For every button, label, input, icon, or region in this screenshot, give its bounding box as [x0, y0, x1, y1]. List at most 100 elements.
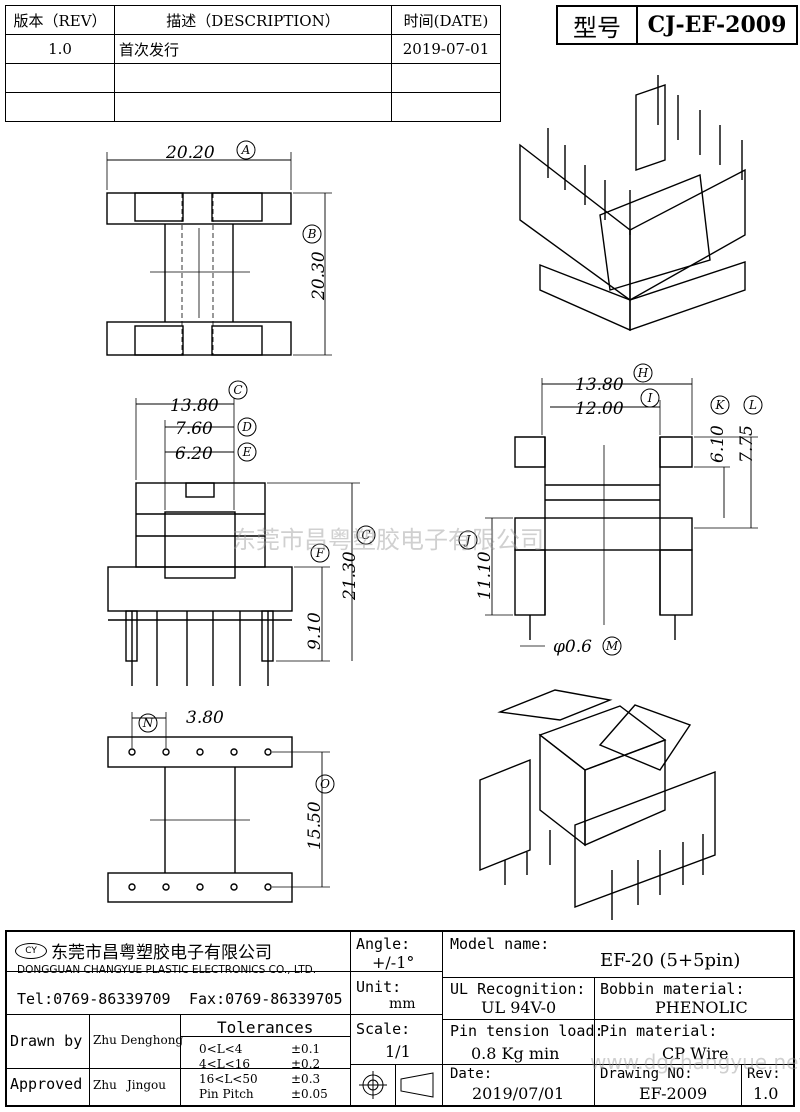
rev-cell: 1.0 — [5, 34, 115, 64]
tolerance-value: ±0.1 — [291, 1042, 321, 1056]
scale-label: Scale: — [356, 1020, 411, 1038]
balloon-h: H — [637, 366, 649, 380]
tolerance-values: ±0.1 ±0.2 ±0.3 ±0.05 — [291, 1042, 328, 1102]
revision-header-row: 版本（REV） 描述（DESCRIPTION） 时间(DATE) — [5, 5, 501, 35]
tolerance-value: ±0.2 — [291, 1057, 321, 1071]
table-row — [5, 92, 501, 122]
isometric-view-bottom — [479, 689, 716, 920]
tolerance-range: 0<L<4 — [199, 1042, 243, 1056]
dim-c2-value: 21.30 — [340, 551, 360, 601]
balloon-a: A — [241, 143, 251, 157]
balloon-k: K — [715, 398, 726, 412]
drawing-no-label: Drawing NO: — [600, 1066, 693, 1082]
rev-label: Rev: — [747, 1066, 781, 1082]
company-header: CY 东莞市昌粤塑胶电子有限公司 — [15, 938, 272, 963]
side-view — [485, 378, 758, 647]
balloon-n: N — [142, 716, 154, 730]
date-cell — [391, 92, 501, 122]
model-name-label: Model name: — [450, 935, 550, 953]
model-value: CJ-EF-2009 — [647, 12, 787, 38]
projection-symbol-icon — [359, 1071, 434, 1099]
tolerance-range: Pin Pitch — [199, 1087, 254, 1101]
description-cell — [114, 92, 392, 122]
balloon-j: J — [463, 533, 472, 547]
bottom-view — [107, 712, 330, 903]
unit-value: mm — [389, 996, 416, 1012]
top-view — [106, 152, 332, 356]
ul-value: UL 94V-0 — [481, 998, 557, 1017]
angle-label: Angle: — [356, 935, 411, 953]
dim-j-value: 11.10 — [475, 551, 495, 600]
dim-m-value: φ0.6 — [553, 637, 592, 657]
balloon-d: D — [241, 420, 252, 434]
approved-name-1: Zhu — [93, 1078, 117, 1092]
isometric-view-top — [519, 75, 746, 332]
balloon-l: L — [748, 398, 757, 412]
dim-k-value: 6.10 — [708, 425, 728, 463]
balloon-f: F — [315, 546, 325, 560]
pin-material-value: CP Wire — [662, 1044, 729, 1063]
model-box: 型号 CJ-EF-2009 — [556, 5, 798, 45]
company-cn: 东莞市昌粤塑胶电子有限公司 — [51, 943, 272, 963]
dim-f-value: 9.10 — [305, 612, 325, 650]
balloon-e: E — [242, 445, 252, 459]
unit-label: Unit: — [356, 978, 402, 996]
rev-value: 1.0 — [753, 1084, 779, 1103]
dim-d-value: 7.60 — [175, 419, 213, 439]
drawing-no-value: EF-2009 — [639, 1084, 708, 1103]
balloon-c2: C — [361, 528, 370, 542]
tolerances-label: Tolerances — [217, 1018, 314, 1037]
dim-a-value: 20.20 — [165, 143, 215, 163]
watermark-url: www.dgchangyue.net — [590, 1050, 800, 1074]
pin-material-label: Pin material: — [600, 1022, 718, 1040]
table-row: 1.0 首次发行 2019-07-01 — [5, 34, 501, 64]
dim-l-value: 7.75 — [737, 425, 757, 463]
model-name-value: EF-20 (5+5pin) — [600, 950, 741, 971]
rev-header: 版本（REV） — [5, 5, 115, 35]
company-logo-icon: CY — [15, 942, 47, 959]
drawn-by-label: Drawn by — [10, 1032, 83, 1050]
tolerance-range: 16<L<50 — [199, 1072, 258, 1086]
tel: Tel:0769-86339709 — [17, 990, 171, 1008]
balloon-b: B — [307, 227, 317, 241]
drawn-by-name: Zhu Denghong — [93, 1033, 184, 1047]
date-cell: 2019-07-01 — [391, 34, 501, 64]
tolerance-value: ±0.3 — [291, 1072, 321, 1086]
balloon-i: I — [647, 391, 653, 405]
dim-c-value: 13.80 — [170, 396, 219, 416]
dim-e-value: 6.20 — [175, 444, 213, 464]
pin-tension-value: 0.8 Kg min — [471, 1044, 560, 1063]
tolerance-ranges: 0<L<4 4<L<16 16<L<50 Pin Pitch — [199, 1042, 258, 1102]
date-cell — [391, 63, 501, 93]
dim-n-value: 3.80 — [186, 708, 224, 728]
title-block: CY 东莞市昌粤塑胶电子有限公司 DONGGUAN CHANGYUE PLAST… — [5, 930, 795, 1107]
front-view — [107, 398, 360, 686]
rev-cell — [5, 63, 115, 93]
dim-b-value: 20.30 — [309, 251, 329, 301]
dim-i-value: 12.00 — [575, 399, 624, 419]
watermark-cn: 东莞市昌粤塑胶电子有限公司 — [232, 526, 544, 554]
tolerance-value: ±0.05 — [291, 1087, 328, 1101]
angle-value: +/-1° — [372, 953, 415, 972]
dim-h-value: 13.80 — [575, 375, 624, 395]
tolerance-range: 4<L<16 — [199, 1057, 250, 1071]
rev-cell — [5, 92, 115, 122]
date-value: 2019/07/01 — [472, 1084, 565, 1103]
balloon-o: O — [320, 777, 330, 791]
technical-drawing: 20.20 20.30 13.80 7.60 6.20 9.10 21.30 1… — [106, 75, 763, 920]
company-en: DONGGUAN CHANGYUE PLASTIC ELECTRONICS CO… — [17, 964, 317, 976]
fax: Fax:0769-86339705 — [189, 990, 343, 1008]
revision-table: 版本（REV） 描述（DESCRIPTION） 时间(DATE) 1.0 首次发… — [5, 5, 501, 122]
model-label: 型号 — [558, 7, 638, 43]
ul-label: UL Recognition: — [450, 980, 586, 998]
approved-label: Approved — [10, 1075, 83, 1093]
balloon-c: C — [233, 383, 242, 397]
pin-tension-label: Pin tension load: — [450, 1022, 604, 1040]
description-header: 描述（DESCRIPTION） — [114, 5, 392, 35]
approved-name-2: Jingou — [127, 1078, 167, 1092]
date-label: Date: — [450, 1066, 493, 1082]
dim-o-value: 15.50 — [305, 801, 325, 850]
scale-value: 1/1 — [385, 1042, 411, 1061]
bobbin-value: PHENOLIC — [655, 998, 748, 1017]
bobbin-label: Bobbin material: — [600, 980, 745, 998]
